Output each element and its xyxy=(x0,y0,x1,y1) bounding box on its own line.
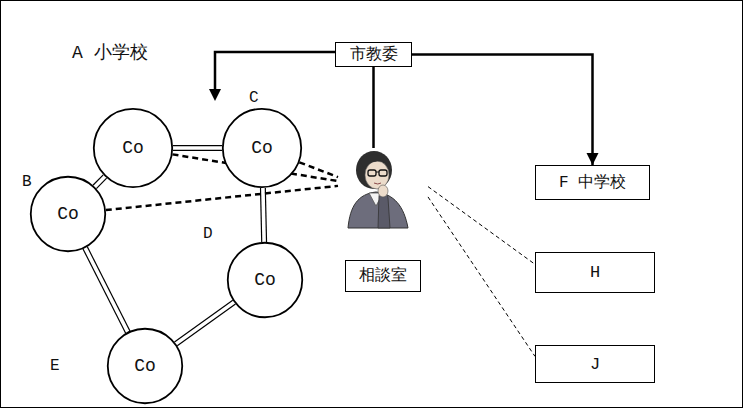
circle-letter-slot: B xyxy=(22,172,32,191)
circle-letter-slot: E xyxy=(50,356,60,375)
figure-arm xyxy=(378,192,390,228)
box-label: F 中学校 xyxy=(559,172,626,193)
label-slot: A 小学校 xyxy=(72,40,148,64)
circle-label: Co xyxy=(122,138,144,158)
figure-glasses xyxy=(379,170,387,176)
connector-line xyxy=(106,186,338,210)
connector-line xyxy=(299,162,338,177)
circle-letter: D xyxy=(203,225,213,243)
partner-box: H xyxy=(535,252,655,293)
connector-line xyxy=(173,150,222,151)
circle-label: Co xyxy=(254,270,276,290)
figure-face xyxy=(365,161,389,189)
connector xyxy=(106,186,338,210)
connector xyxy=(373,67,374,148)
connector-line xyxy=(87,247,130,331)
school-box: F 中学校 xyxy=(535,165,650,200)
school-circle: DCo xyxy=(227,242,303,318)
arrow-line xyxy=(215,52,335,90)
connector xyxy=(299,162,338,177)
connector xyxy=(412,55,599,166)
circle-letter-slot: D xyxy=(203,224,213,243)
connector-line xyxy=(261,188,262,242)
counsel-room: 相談室 xyxy=(338,148,428,292)
school-circle: BCo xyxy=(30,176,106,252)
connector xyxy=(261,188,267,242)
box-label: J xyxy=(590,355,600,374)
connector-line xyxy=(428,187,535,265)
board-box: 市教委 xyxy=(335,42,412,67)
circle-outline xyxy=(31,177,105,251)
school-circle: ECo xyxy=(107,328,183,404)
circle-letter: C xyxy=(249,89,259,107)
connector-line xyxy=(177,304,235,346)
box-label: H xyxy=(590,263,600,282)
partner-box: J xyxy=(535,345,655,383)
arrow-head xyxy=(209,89,221,101)
connector xyxy=(428,197,535,356)
figure-hand xyxy=(378,185,388,197)
connector xyxy=(174,300,235,346)
circle-outline xyxy=(94,109,172,187)
connector xyxy=(83,247,130,333)
figure-fringe xyxy=(360,155,390,168)
school-label: A 小学校 xyxy=(72,43,148,63)
box-label: 相談室 xyxy=(345,260,421,292)
connector-line xyxy=(173,145,222,146)
connector-line xyxy=(372,67,375,148)
connector-line xyxy=(412,55,593,166)
arrow-head xyxy=(587,153,599,165)
connector xyxy=(428,187,535,265)
box-label: 市教委 xyxy=(350,44,398,65)
figure-glasses xyxy=(368,170,376,176)
connector-line xyxy=(96,178,106,188)
connector-line xyxy=(265,188,266,242)
circle-label: Co xyxy=(57,204,79,224)
circle-letter: B xyxy=(22,173,32,191)
connector xyxy=(173,146,222,151)
circle-label: Co xyxy=(134,356,156,376)
connector-line xyxy=(83,249,126,333)
school-circle: CCo xyxy=(222,108,302,188)
circle-outline xyxy=(223,109,301,187)
school-circle: Co xyxy=(93,108,173,188)
connector xyxy=(93,175,107,189)
circle-letter: E xyxy=(50,357,60,375)
connector-line xyxy=(428,197,535,356)
circle-outline xyxy=(108,329,182,403)
circle-outline xyxy=(228,243,302,317)
circle-letter-slot: C xyxy=(249,88,259,107)
figure-hair xyxy=(356,151,392,189)
figure-body xyxy=(348,192,408,228)
circle-label: Co xyxy=(251,138,273,158)
figure-mouth xyxy=(374,183,381,184)
figure-glasses xyxy=(376,172,379,173)
connector-line xyxy=(174,300,232,342)
